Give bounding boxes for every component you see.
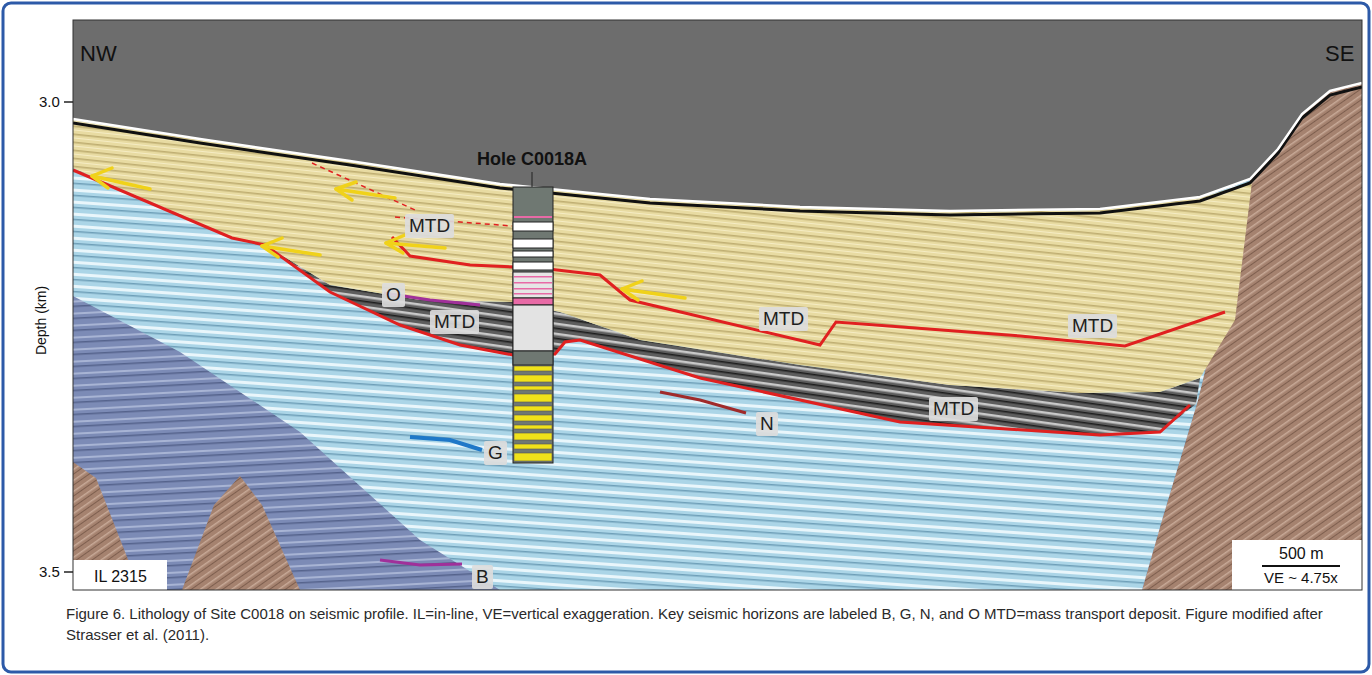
axis-title: Depth (km) xyxy=(33,286,50,355)
seismic-artwork xyxy=(73,20,1362,590)
seismic-artwork xyxy=(3,3,1369,672)
seismic-artwork xyxy=(73,560,167,590)
seismic-artwork xyxy=(73,170,1190,435)
seismic-artwork xyxy=(514,453,552,461)
seismic-artwork xyxy=(513,262,553,270)
seismic-artwork xyxy=(514,288,552,290)
seismic-artwork xyxy=(514,386,552,390)
seismic-artwork xyxy=(513,272,553,298)
unit-label-box: MTD xyxy=(405,214,454,238)
seismic-artwork xyxy=(514,216,552,218)
seismic-artwork xyxy=(73,120,1252,393)
unit-label-box: N xyxy=(756,412,778,436)
seismic-artwork xyxy=(513,305,553,351)
seismic-artwork xyxy=(64,571,73,573)
seismic-artwork xyxy=(514,293,552,295)
seismic-artwork xyxy=(262,238,282,257)
seismic-artwork xyxy=(514,406,552,411)
seismic-artwork xyxy=(514,433,552,440)
seismic-artwork xyxy=(312,163,415,210)
unit-label-box: MTD xyxy=(430,310,479,334)
seismic-artwork xyxy=(513,239,553,248)
seismic-artwork xyxy=(514,276,552,278)
axis-tick-label: 3.0 xyxy=(39,93,60,111)
seismic-artwork xyxy=(1232,540,1362,590)
seismic-artwork xyxy=(73,83,1362,211)
seismic-artwork xyxy=(513,172,553,463)
seismic-artwork xyxy=(514,425,552,429)
unit-label-box: MTD xyxy=(1068,314,1117,338)
seismic-artwork xyxy=(660,392,746,413)
seismic-artwork xyxy=(514,375,552,382)
axis-tick-label: 3.5 xyxy=(39,563,60,581)
seismic-artwork xyxy=(514,282,552,284)
unit-label: N xyxy=(760,413,774,434)
direction-label: SE xyxy=(1325,41,1354,67)
seismic-artwork xyxy=(514,366,552,371)
seismic-artwork xyxy=(514,216,552,295)
seismic-artwork xyxy=(532,172,533,187)
hole-label: Hole C0018A xyxy=(477,148,587,170)
seismic-artwork xyxy=(73,20,1362,590)
seismic-artwork xyxy=(73,87,1362,215)
unit-label: MTD xyxy=(1072,315,1113,336)
direction-label: NW xyxy=(80,41,117,67)
seismic-artwork xyxy=(513,187,553,463)
seismic-artwork xyxy=(92,168,112,188)
unit-label: MTD xyxy=(434,311,475,332)
seismic-artwork xyxy=(513,251,553,257)
unit-label-box: B xyxy=(472,565,493,589)
seismic-artwork xyxy=(622,281,642,300)
unit-label: B xyxy=(476,566,489,587)
seismic-artwork xyxy=(380,560,462,565)
scale-label: 500 m xyxy=(1279,544,1323,563)
unit-label: O xyxy=(386,284,401,305)
figure-caption: Figure 6. Lithology of Site C0018 on sei… xyxy=(66,603,1356,645)
seismic-artwork xyxy=(410,437,482,450)
seismic-artwork xyxy=(513,298,553,305)
unit-label: MTD xyxy=(409,215,450,236)
unit-label: MTD xyxy=(933,398,974,419)
seismic-artwork xyxy=(92,168,685,300)
seismic-artwork xyxy=(513,222,553,231)
seismic-artwork xyxy=(73,20,1362,590)
unit-label-box: MTD xyxy=(929,397,978,421)
unit-label: MTD xyxy=(763,308,804,329)
unit-label-box: MTD xyxy=(759,307,808,331)
seismic-artwork xyxy=(514,444,552,449)
seismic-artwork xyxy=(336,182,356,200)
seismic-artwork xyxy=(73,84,1362,590)
seismic-artwork xyxy=(513,351,553,365)
unit-label-box: O xyxy=(382,283,405,307)
seismic-artwork xyxy=(514,366,552,461)
seismic-artwork xyxy=(514,394,552,402)
seismic-artwork xyxy=(64,101,73,103)
scale-label: VE ~ 4.75x xyxy=(1264,569,1338,587)
seismic-artwork xyxy=(1262,565,1340,567)
unit-label-box: G xyxy=(484,441,507,465)
unit-label: G xyxy=(488,442,503,463)
inline-label: IL 2315 xyxy=(94,567,147,586)
seismic-artwork xyxy=(514,415,552,421)
seismic-artwork xyxy=(386,235,405,253)
